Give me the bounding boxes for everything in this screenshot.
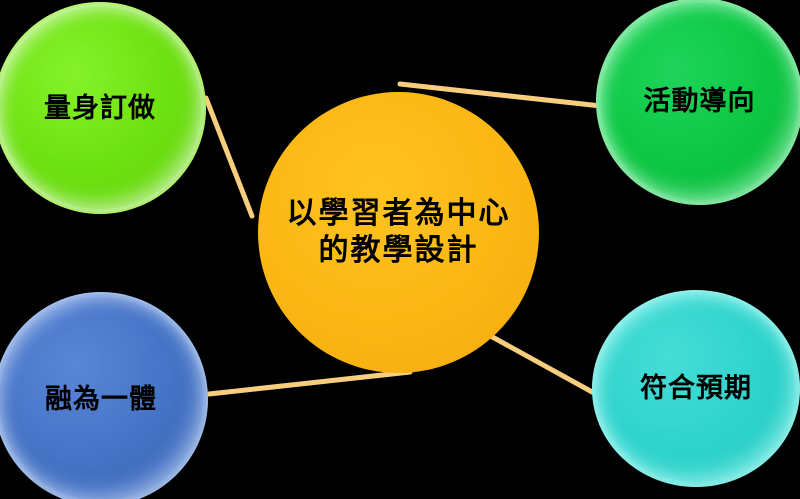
connector-top-left-to-center: [203, 95, 255, 219]
satellite-label-top-right: 活動導向: [643, 86, 756, 117]
satellite-node-top-right[interactable]: 活動導向: [596, 0, 800, 205]
satellite-node-bottom-right[interactable]: 符合預期: [592, 290, 800, 487]
satellite-node-bottom-left[interactable]: 融為一體: [0, 292, 208, 499]
satellite-label-top-left: 量身訂做: [44, 92, 156, 123]
connector-center-to-top-right: [397, 81, 604, 109]
center-hub-node[interactable]: 以學習者為中心 的教學設計: [258, 92, 539, 373]
center-hub-label: 以學習者為中心 的教學設計: [286, 196, 511, 267]
satellite-label-bottom-right: 符合預期: [640, 373, 752, 404]
satellite-label-bottom-left: 融為一體: [45, 383, 157, 414]
connector-bottom-left-to-center: [206, 369, 413, 397]
satellite-node-top-left[interactable]: 量身訂做: [0, 2, 206, 214]
